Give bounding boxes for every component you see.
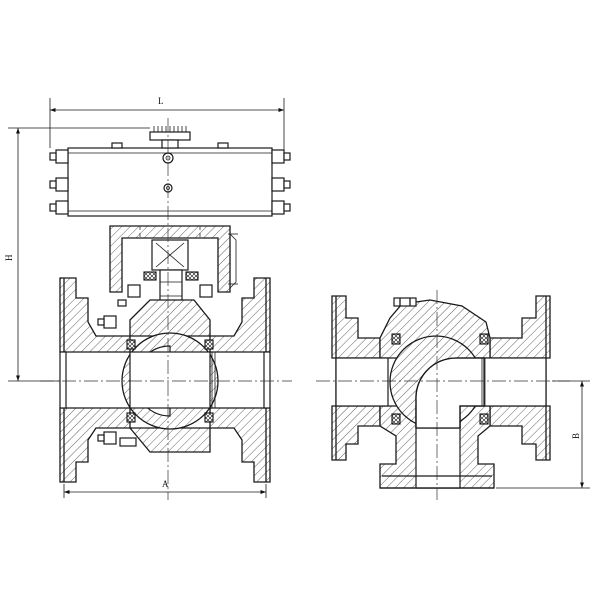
dimension-B: B <box>496 380 590 489</box>
dimension-H: H <box>4 127 150 382</box>
front-view: L H A <box>4 96 292 500</box>
ball-side <box>389 333 489 429</box>
valve-body-front <box>59 277 271 483</box>
dimension-A: A <box>63 479 267 498</box>
dimension-H-label: H <box>4 254 14 261</box>
dimension-L: L <box>49 96 285 150</box>
dimension-A-label: A <box>162 479 169 489</box>
actuator <box>49 126 291 217</box>
dimension-L-label: L <box>158 96 164 106</box>
ball-front <box>121 332 219 430</box>
mounting-bracket <box>109 225 238 293</box>
dimension-B-label: B <box>571 433 581 439</box>
side-view: B <box>316 290 590 500</box>
position-indicator <box>149 126 191 149</box>
